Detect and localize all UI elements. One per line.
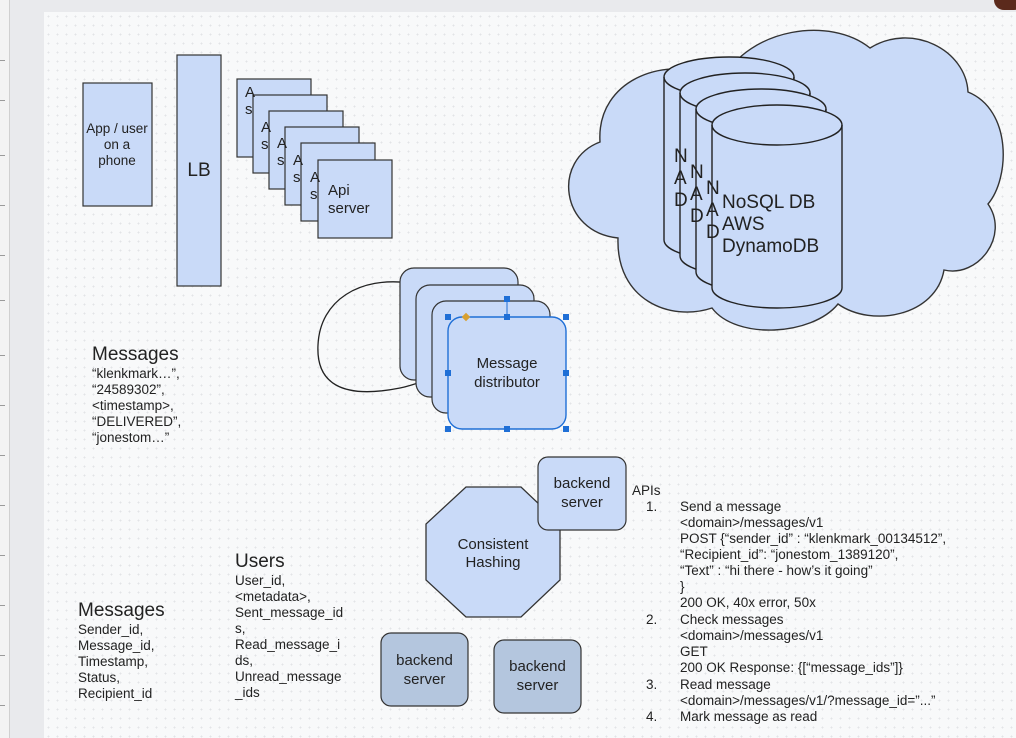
apis-title: APIs [632, 483, 661, 498]
messages-example-line: <timestamp>, [92, 398, 174, 413]
api-partial-label-5b: s [310, 186, 318, 203]
distributor-label-line-1: Message [476, 355, 538, 372]
db-partial-label-1c: D [674, 190, 688, 211]
api-partial-label-3a: A [277, 135, 288, 152]
users-schema-field: _ids [235, 685, 260, 700]
users-schema-field: Unread_message [235, 669, 342, 684]
messages-schema-field: Sender_id, [78, 622, 144, 637]
backend-top-label-2: server [561, 494, 603, 511]
db-partial-label-1a: N [674, 146, 688, 167]
api-item-line: Mark message as read [680, 709, 818, 724]
messages-example-line: “jonestom…” [92, 430, 170, 445]
messages-example-line: “DELIVERED”, [92, 414, 182, 429]
api-item-line: Read message [680, 677, 771, 692]
messages-example-line: “24589302”, [92, 382, 165, 397]
backend-left-label-2: server [403, 671, 446, 688]
users-schema-field: <metadata>, [235, 589, 311, 604]
api-server-label: Api server [328, 182, 370, 217]
users-schema-field: User_id, [235, 573, 286, 588]
api-item-line: } [680, 579, 685, 594]
api-item-line: <domain>/messages/v1/?message_id=”...” [680, 693, 936, 708]
api-partial-label-1a: A [245, 84, 256, 101]
db-partial-label-2b: A [690, 184, 703, 205]
users-schema-field: Read_message_i [235, 637, 341, 652]
api-item-line: 200 OK Response: {[“message_ids”]} [680, 660, 903, 675]
db-partial-label-3b: A [706, 200, 719, 221]
hashing-label-line-1: Consistent [457, 536, 529, 553]
api-partial-label-1b: s [245, 101, 253, 118]
backend-top-label-1: backend [553, 475, 611, 492]
backend-right-label-2: server [516, 677, 559, 694]
api-server-box-main[interactable] [317, 159, 393, 239]
db-partial-label-3a: N [706, 178, 720, 199]
app-box[interactable] [82, 82, 153, 207]
backend-server-box-right[interactable] [493, 639, 582, 714]
window-top-strip [0, 0, 1016, 12]
api-item-number: 4. [646, 709, 658, 724]
api-partial-label-2b: s [261, 136, 269, 153]
backend-server-box-top[interactable] [537, 456, 627, 531]
avatar-corner [994, 0, 1016, 10]
backend-right-label-1: backend [509, 658, 566, 675]
messages-schema-title: Messages [78, 600, 165, 621]
api-item-line: “Text” : “hi there - how’s it going” [680, 563, 873, 578]
backend-left-label-1: backend [396, 652, 453, 669]
api-item-line: Check messages [680, 612, 784, 627]
consistent-hashing-shape[interactable] [425, 486, 561, 618]
selection-handles[interactable] [445, 296, 569, 432]
users-schema-title: Users [235, 551, 285, 572]
api-item-line: “Recipient_id”: “jonestom_1389120”, [680, 547, 899, 562]
api-item-line: Send a message [680, 499, 782, 514]
distributor-label-line-2: distributor [474, 374, 540, 391]
api-item-line: GET [680, 644, 708, 659]
api-item-line: <domain>/messages/v1 [680, 628, 824, 643]
api-item-line: POST {“sender_id” : “klenkmark_00134512”… [680, 531, 947, 546]
hashing-label-line-2: Hashing [465, 554, 521, 571]
db-partial-label-2c: D [690, 206, 704, 227]
messages-example-title: Messages [92, 344, 179, 365]
users-schema-field: Sent_message_id [235, 605, 344, 620]
messages-schema-field: Timestamp, [78, 654, 149, 669]
db-label-line-1: NoSQL DB [722, 192, 816, 213]
db-partial-label-3c: D [706, 222, 720, 243]
users-schema-field: s, [235, 621, 246, 636]
api-partial-label-4b: s [293, 169, 301, 186]
messages-schema-field: Status, [78, 670, 121, 685]
api-item-line: 200 OK, 40x error, 50x [680, 595, 816, 610]
db-partial-label-2a: N [690, 162, 704, 183]
db-label-line-2: AWS [722, 214, 765, 235]
messages-schema-field: Recipient_id [78, 686, 153, 701]
lb-label: LB [187, 160, 211, 181]
lb-box[interactable] [176, 54, 222, 287]
api-partial-label-4a: A [293, 152, 304, 169]
db-label-line-3: DynamoDB [722, 236, 820, 257]
vertical-ruler[interactable] [0, 0, 10, 738]
distributor-box-main[interactable] [447, 316, 567, 430]
api-partial-label-5a: A [310, 169, 321, 186]
api-item-line: <domain>/messages/v1 [680, 515, 824, 530]
db-partial-label-1b: A [674, 168, 687, 189]
messages-example-line: “klenkmark…”, [92, 366, 180, 381]
app-box-label: App / user on a phone [86, 121, 148, 168]
backend-server-box-left[interactable] [380, 632, 469, 707]
api-item-number: 2. [646, 612, 658, 627]
api-partial-label-2a: A [261, 119, 272, 136]
api-partial-label-3b: s [277, 152, 285, 169]
messages-schema-field: Message_id, [78, 638, 155, 653]
users-schema-field: ds, [235, 653, 254, 668]
api-item-number: 1. [646, 499, 658, 514]
api-item-number: 3. [646, 677, 658, 692]
